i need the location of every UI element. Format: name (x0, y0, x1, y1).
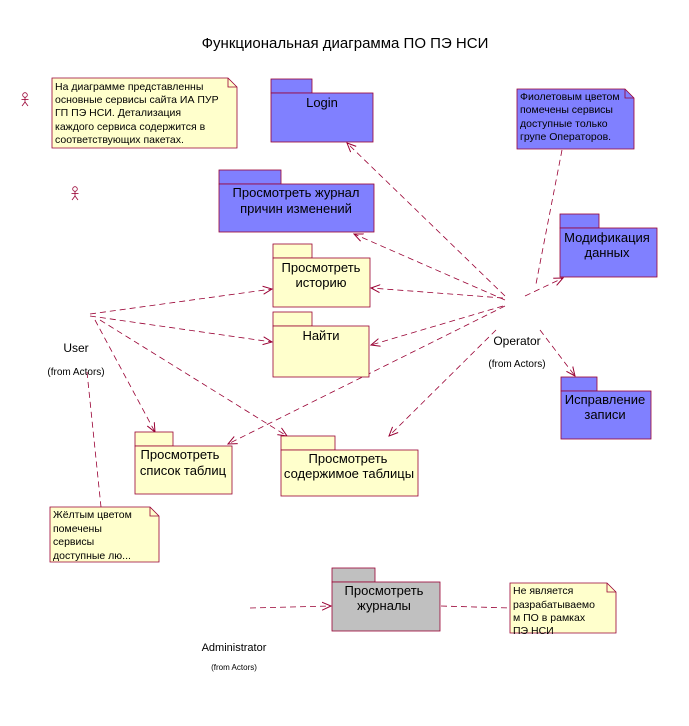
package-login[interactable]: Login (270, 78, 374, 143)
package-body (331, 581, 441, 632)
package-view-logs-label-1: Просмотреть (345, 583, 424, 598)
package-tab (331, 567, 376, 583)
package-fix-record-label-2: записи (584, 407, 625, 422)
note-operator-color-line-1: Фиолетовым цветом (520, 91, 620, 103)
note-anchor-logs (440, 605, 511, 609)
actor-administrator-source: (from Actors) (211, 663, 257, 672)
package-find[interactable]: Найти (272, 311, 370, 378)
package-body (272, 257, 371, 308)
package-body (559, 227, 658, 278)
actor-administrator-name: Administrator (202, 642, 267, 654)
note-operator-color[interactable]: Фиолетовым цветом помечены сервисы досту… (516, 88, 635, 150)
dep-operator-content (389, 329, 497, 436)
dep-operator-find (371, 305, 504, 345)
package-view-table-list[interactable]: Просмотреть список таблиц (134, 431, 233, 495)
package-view-logs[interactable]: Просмотреть журналы (331, 567, 441, 632)
actor-user-source: (from Actors) (47, 367, 104, 378)
package-modify-data-label-1: Модификация (564, 230, 650, 245)
note-not-developed-line-1: Не является (513, 585, 573, 597)
package-view-change-log[interactable]: Просмотреть журнал причин изменений (218, 169, 375, 233)
note-operator-color-line-4: групе Операторов. (520, 131, 611, 143)
package-body (280, 449, 419, 497)
actor-administrator[interactable]: Administrator (from Actors) (202, 642, 267, 672)
note-shape (49, 506, 160, 563)
note-intro-line-2: основные сервисы сайта ИА ПУР (55, 94, 219, 106)
package-view-history-label-2: историю (295, 275, 346, 290)
dep-operator-login (347, 143, 506, 297)
package-view-table-content-label-1: Просмотреть (309, 451, 388, 466)
package-tab (560, 376, 598, 392)
note-intro-line-4: каждого сервиса содержится в (55, 121, 206, 133)
note-operator-color-line-3: доступные только (520, 118, 608, 130)
actor-user[interactable]: User (from Actors) (47, 341, 104, 378)
package-view-table-content-label-2: содержимое таблицы (284, 466, 414, 481)
dep-user-find (89, 315, 272, 342)
note-intro-line-5: соответствующих пакетах. (55, 134, 184, 146)
note-intro[interactable]: На диаграмме представленны основные серв… (51, 77, 238, 149)
note-shape (509, 582, 617, 634)
dep-user-table-list (94, 319, 155, 432)
note-not-developed[interactable]: Не является разрабатываемо м ПО в рамках… (509, 582, 617, 637)
package-body (134, 445, 233, 495)
note-user-color-line-3: сервисы (53, 536, 94, 548)
dep-admin-logs (249, 606, 331, 608)
note-not-developed-line-4: ПЭ НСИ (513, 625, 554, 637)
package-login-label: Login (306, 95, 338, 110)
dep-operator-history (371, 288, 504, 299)
package-body (270, 92, 374, 143)
note-anchor-user (86, 371, 102, 508)
package-view-table-list-label-2: список таблиц (140, 463, 227, 478)
dep-user-content (99, 319, 287, 436)
actor-operator-name: Operator (493, 334, 540, 348)
package-view-history-label-1: Просмотреть (282, 260, 361, 275)
diagram-title: Функциональная диаграмма ПО ПЭ НСИ (202, 35, 489, 52)
note-shape (51, 77, 238, 149)
package-view-table-list-label-1: Просмотреть (141, 447, 220, 462)
package-modify-data-label-2: данных (584, 245, 630, 260)
package-view-change-log-label-1: Просмотреть журнал (233, 185, 360, 200)
note-not-developed-line-2: разрабатываемо (513, 599, 595, 611)
package-tab (280, 435, 336, 451)
package-body (560, 390, 652, 440)
package-view-change-log-label-2: причин изменений (240, 201, 352, 216)
note-user-color-line-1: Жёлтым цветом (53, 509, 132, 521)
package-fix-record[interactable]: Исправление записи (560, 376, 652, 440)
package-tab (270, 78, 313, 94)
stick-figure-icon (71, 186, 79, 201)
note-anchor-operator (535, 149, 563, 285)
package-view-logs-label-2: журналы (357, 598, 411, 613)
note-operator-color-line-2: помечены сервисы (520, 104, 613, 116)
package-modify-data[interactable]: Модификация данных (559, 213, 658, 278)
actor-operator[interactable]: Operator (from Actors) (488, 334, 545, 370)
dep-operator-change-log (354, 234, 506, 301)
dep-operator-modify (524, 278, 563, 297)
note-not-developed-line-3: м ПО в рамках (513, 612, 586, 624)
package-tab (272, 311, 313, 327)
package-tab (134, 431, 174, 447)
actor-operator-source: (from Actors) (488, 359, 545, 370)
package-find-label: Найти (302, 328, 339, 343)
package-view-history[interactable]: Просмотреть историю (272, 243, 371, 308)
note-intro-line-1: На диаграмме представленны (55, 81, 203, 93)
package-fix-record-label-1: Исправление (565, 392, 645, 407)
note-shape (516, 88, 635, 150)
note-user-color-line-4: доступные лю... (53, 550, 131, 562)
note-user-color-line-2: помечены (53, 523, 102, 535)
package-body (218, 183, 375, 233)
actor-user-name: User (63, 341, 88, 355)
dep-user-history (89, 289, 272, 315)
package-view-table-content[interactable]: Просмотреть содержимое таблицы (280, 435, 419, 497)
note-user-color[interactable]: Жёлтым цветом помечены сервисы доступные… (49, 506, 160, 563)
package-tab (218, 169, 282, 185)
note-intro-line-3: ГП ПЭ НСИ. Детализация (55, 107, 181, 119)
package-tab (559, 213, 600, 229)
package-body (272, 325, 370, 378)
package-tab (272, 243, 313, 259)
stick-figure-icon (21, 92, 29, 107)
